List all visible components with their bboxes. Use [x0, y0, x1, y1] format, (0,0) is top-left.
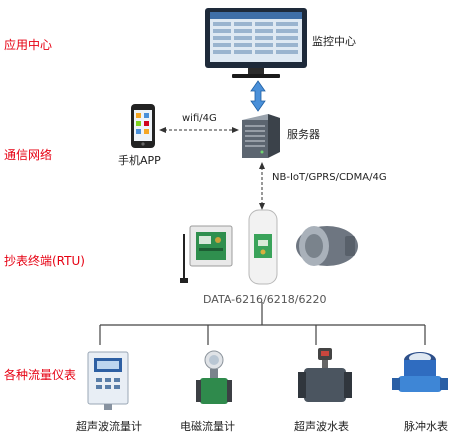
- rtu-model-label: DATA-6216/6218/6220: [203, 293, 327, 306]
- monitor-icon: [205, 8, 307, 78]
- electromagnetic-flowmeter-label: 电磁流量计: [180, 420, 235, 433]
- double-arrow-icon: [250, 80, 266, 112]
- pulse-water-meter-icon: [392, 352, 448, 392]
- pulse-water-meter-label: 脉冲水表: [404, 420, 448, 433]
- layer-label-network: 通信网络: [4, 148, 53, 162]
- ultrasonic-water-meter-label: 超声波水表: [294, 420, 349, 433]
- ultrasonic-flowmeter-label: 超声波流量计: [76, 420, 142, 433]
- layer-label-application: 应用中心: [4, 38, 53, 52]
- rtu-cylinder-icon: [248, 209, 278, 285]
- electromagnetic-flowmeter-icon: [196, 350, 232, 404]
- link-label-server-rtu: NB-IoT/GPRS/CDMA/4G: [272, 172, 387, 183]
- link-label-app-server: wifi/4G: [182, 113, 217, 124]
- rtu-box-icon: [180, 225, 233, 283]
- layer-label-meters: 各种流量仪表: [4, 368, 77, 382]
- meters-bracket: [99, 302, 426, 345]
- ultrasonic-water-meter-icon: [298, 348, 352, 402]
- server-label: 服务器: [287, 128, 320, 141]
- smartphone-icon: [131, 104, 155, 148]
- ultrasonic-flowmeter-icon: [87, 351, 129, 410]
- mobile-app-label: 手机APP: [118, 154, 161, 167]
- rtu-gray-device-icon: [296, 226, 358, 266]
- layer-label-rtu: 抄表终端(RTU): [4, 254, 85, 268]
- server-icon: [242, 114, 280, 158]
- monitor-center-label: 监控中心: [312, 35, 356, 48]
